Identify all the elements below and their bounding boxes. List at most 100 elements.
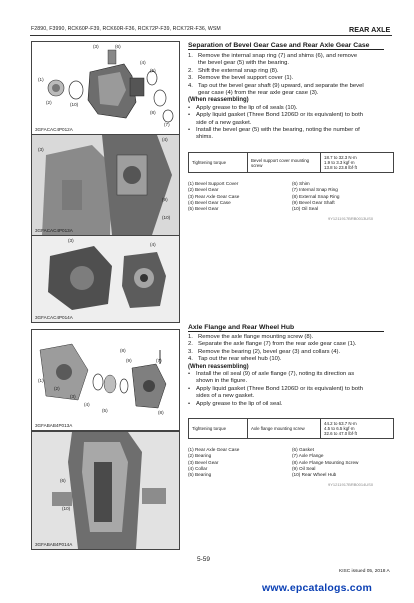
- bullet-line: shown in the figure.: [196, 378, 248, 385]
- figure-bevel-exploded: (3) (6) (4) (1) (5) (2) (10) (8) (7) 3GF…: [31, 41, 180, 135]
- callout: (5): [150, 68, 156, 73]
- step-line: 3.Remove the bevel support cover (1).: [188, 75, 294, 82]
- axle-flange-exploded-drawing: [39, 343, 167, 409]
- bullet-line: shims.: [196, 134, 214, 141]
- section1-code: 9Y1211917BRB0013US0: [328, 216, 374, 221]
- bullet-line: •Apply grease to the lip of oil seal.: [188, 400, 283, 407]
- section1-title: Separation of Bevel Gear Case and Rear A…: [188, 42, 384, 50]
- callout: (4): [162, 137, 168, 142]
- callout: (9): [162, 197, 168, 202]
- legend-item: (4) Collar: [188, 465, 208, 471]
- step-line: the bevel gear (5) with the bearing.: [198, 60, 290, 67]
- torque-label: Tightening torque: [188, 152, 248, 173]
- callout: (3): [68, 238, 74, 243]
- figure-caption: 3GFACAC4P014A: [35, 315, 73, 320]
- issue-label: KISC issued 05, 2018 A: [339, 569, 390, 574]
- bullet-line: •Apply liquid gasket (Three Bond 1206D o…: [188, 385, 364, 392]
- section2-title: Axle Flange and Rear Wheel Hub: [188, 324, 384, 332]
- legend-item: (5) Bearing: [188, 472, 212, 478]
- callout: (3): [38, 147, 44, 152]
- bullet-line: •Apply grease to the lip of oil seals (1…: [188, 104, 298, 111]
- separated-cases-photo-drawing: [32, 236, 179, 322]
- legend-item: (9) Oil Seal: [292, 465, 316, 471]
- callout: (3): [70, 394, 76, 399]
- callout: (8): [120, 348, 126, 353]
- step-line: gear case (4) from the rear axle gear ca…: [198, 90, 319, 97]
- torque-values: 18.7 to 32.3 N·m 1.9 to 3.3 kgf·m 13.8 t…: [320, 152, 394, 173]
- figure-bevel-case-photo: (3) (4) (9) (10) 3GFACAC4P013A: [31, 134, 180, 236]
- legend-item: (10) Oil Seal: [292, 206, 319, 212]
- torque-item: Bevel support cover mounting screw: [247, 152, 321, 173]
- torque-label: Tightening torque: [188, 418, 248, 439]
- callout: (8): [158, 410, 164, 415]
- section1-legend-right: (6) Shim (7) Internal Snap Ring (8) Exte…: [292, 181, 396, 212]
- section1-steps: 1.Remove the internal snap ring (7) and …: [188, 53, 398, 142]
- step-line: 4.Tap out the bevel gear shaft (9) upwar…: [188, 82, 364, 89]
- legend-item: (6) Gasket: [292, 447, 314, 452]
- step-line: 4.Tap out the rear wheel hub (10).: [188, 356, 282, 363]
- bullet-line: •Apply liquid gasket (Three Bond 1206D o…: [188, 112, 364, 119]
- header-models: F2890, F3990, RCK60P-F39, RCK60R-F36, RC…: [31, 26, 221, 32]
- callout: (3): [93, 44, 99, 49]
- callout: (5): [102, 408, 108, 413]
- legend-item: (6) Shim: [292, 181, 310, 186]
- bullet-line: •Install the oil seal (9) of axle flange…: [188, 371, 355, 378]
- callout: (1): [38, 378, 44, 383]
- bevel-case-photo-drawing: [32, 135, 179, 235]
- wheel-hub-section-drawing: [32, 432, 179, 549]
- step-line: 1.Remove the internal snap ring (7) and …: [188, 53, 358, 59]
- figure-wheel-hub-section: (6) (10) 3GFABAB4P014A: [31, 431, 180, 550]
- step-line: 3.Remove the bearing (2), bevel gear (3)…: [188, 348, 341, 355]
- figure-separated-cases-photo: (3) (4) 3GFACAC4P014A: [31, 235, 180, 323]
- callout: (6): [60, 478, 66, 483]
- callout: (2): [46, 100, 52, 105]
- when-reassembling: (When reassembling): [188, 363, 249, 370]
- legend-item: (1) Bevel Support Cover: [188, 181, 239, 186]
- figure-caption: 3GFABAB4P014A: [35, 542, 73, 547]
- torque-item: Axle flange mounting screw: [247, 418, 321, 439]
- callout: (4): [150, 242, 156, 247]
- legend-item: (8) Axle Flange Mounting Screw: [292, 459, 359, 465]
- legend-item: (10) Rear Wheel Hub: [292, 472, 337, 478]
- callout: (10): [70, 102, 79, 107]
- figure-caption: 3GFACAC4P013A: [35, 228, 73, 233]
- callout: (4): [84, 402, 90, 407]
- legend-item: (8) External Snap Ring: [292, 193, 340, 199]
- figure-axle-flange-exploded: (8) (9) (7) (1) (2) (3) (4) (5) (8) 3GFA…: [31, 329, 180, 431]
- legend-item: (7) Axle Flange: [292, 453, 324, 459]
- callout: (10): [62, 506, 71, 511]
- header-rule: [30, 35, 392, 36]
- callout: (9): [126, 358, 132, 363]
- callout: (4): [140, 60, 146, 65]
- watermark-url[interactable]: www.epcatalogs.com: [262, 582, 372, 594]
- callout: (7): [164, 122, 170, 127]
- callout: (8): [150, 110, 156, 115]
- legend-item: (2) Bevel Gear: [188, 187, 219, 193]
- step-line: 2.Separate the axle flange (7) from the …: [188, 341, 357, 348]
- section1-legend-left: (1) Bevel Support Cover (2) Bevel Gear (…: [188, 181, 288, 212]
- legend-item: (1) Rear Axle Gear Case: [188, 447, 240, 452]
- legend-item: (5) Bevel Gear: [188, 206, 219, 212]
- callout: (1): [38, 77, 44, 82]
- step-line: 2.Shift the external snap ring (8).: [188, 67, 279, 74]
- figure-caption: 3GFACAC4P012A: [35, 127, 73, 132]
- legend-item: (3) Bevel Gear: [188, 459, 219, 465]
- section2-legend-left: (1) Rear Axle Gear Case (2) Bearing (3) …: [188, 447, 288, 478]
- figure-caption: 3GFABAB4P013A: [35, 423, 73, 428]
- section1-torque-table: Tightening torque Bevel support cover mo…: [188, 152, 394, 173]
- section2-legend-right: (6) Gasket (7) Axle Flange (8) Axle Flan…: [292, 447, 396, 478]
- callout: (6): [115, 44, 121, 49]
- torque-values: 44.2 to 63.7 N·m 4.5 to 6.5 kgf·m 32.6 t…: [320, 418, 394, 439]
- bevel-exploded-drawing: [47, 49, 174, 123]
- section2-torque-table: Tightening torque Axle flange mounting s…: [188, 418, 394, 439]
- step-line: 1.Remove the axle flange mounting screw …: [188, 334, 314, 340]
- section2-code: 9Y1211917BRB0014US0: [328, 482, 374, 487]
- legend-item: (4) Bevel Gear Case: [188, 199, 231, 205]
- bullet-line: side of a new gasket.: [196, 119, 252, 126]
- bullet-line: sides of a new gasket.: [196, 393, 255, 400]
- header-section: REAR AXLE: [349, 25, 391, 34]
- legend-item: (7) Internal Snap Ring: [292, 187, 338, 193]
- callout: (10): [162, 215, 171, 220]
- when-reassembling: (When reassembling): [188, 97, 249, 104]
- bullet-line: •Install the bevel gear (5) with the bea…: [188, 127, 360, 134]
